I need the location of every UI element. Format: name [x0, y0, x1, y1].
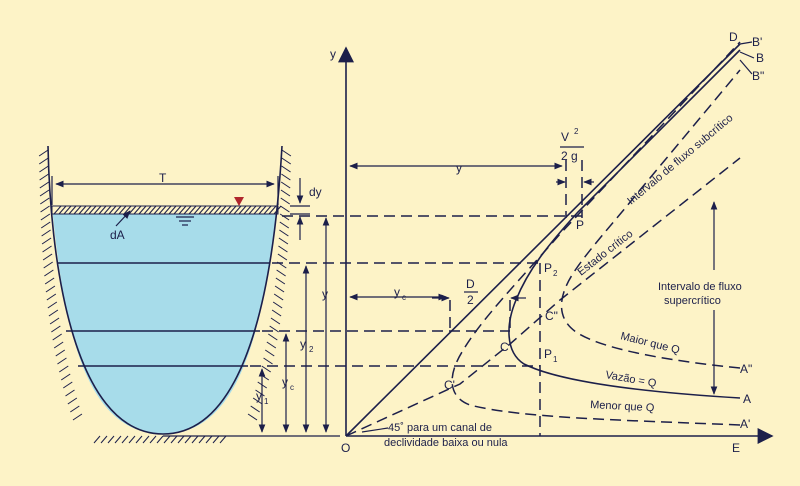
label-B2: B": [752, 69, 764, 83]
label-V-exp: 2: [574, 127, 579, 136]
label-y1: y: [256, 389, 262, 403]
label-dA: dA: [110, 228, 125, 242]
point-labels: P P 2 P 1 C C' C" A A' A" D B' B B": [444, 30, 764, 431]
label-subcritico: Intervalo de fluxo subcrítico: [625, 112, 735, 207]
line-45-deg: [345, 43, 741, 437]
curve-menor-Q: [451, 41, 741, 426]
label-dy: dy: [309, 185, 322, 199]
label-yc: y: [282, 375, 288, 389]
graph-dimensions: y V 2 2 g y c D 2: [349, 127, 718, 395]
label-supercritico-2: supercrítico: [664, 295, 721, 307]
label-y-top: y: [456, 161, 462, 175]
label-estado-critico: Estado crítico: [575, 228, 635, 278]
annotations: Intervalo de fluxo subcrítico Estado crí…: [361, 112, 742, 449]
label-y2: y: [300, 337, 306, 351]
label-E-axis: E: [732, 441, 740, 455]
label-nota-2: declividade baixa ou nula: [384, 437, 508, 449]
depth-dimensions: y y 2 y c y 1: [163, 217, 340, 437]
label-2: 2: [467, 293, 474, 307]
label-P1-sub: 1: [553, 355, 558, 364]
label-supercritico-1: Intervalo de fluxo: [658, 281, 742, 293]
label-V: V: [561, 130, 569, 144]
label-menor-q: Menor que Q: [590, 399, 655, 414]
water-area: [52, 206, 278, 434]
label-y-axis: y: [330, 47, 336, 61]
water-surface-marker: [234, 197, 244, 206]
label-P: P: [576, 218, 584, 232]
label-origin: O: [341, 441, 350, 455]
energy-curves: [345, 41, 741, 437]
curve-maior-Q: [560, 69, 741, 369]
label-nota-1: 45˚ para um canal de: [388, 422, 492, 434]
channel-section: T dA dy: [38, 145, 322, 444]
label-P2-sub: 2: [553, 269, 558, 278]
label-y1-sub: 1: [264, 397, 269, 406]
free-surface-band: [51, 205, 282, 215]
curve-vazao-Q: [508, 49, 741, 399]
label-T: T: [159, 171, 167, 185]
label-y2-sub: 2: [309, 345, 314, 354]
label-A1: A': [740, 417, 750, 431]
label-y-total: y: [322, 287, 328, 301]
label-P2: P: [544, 261, 552, 275]
label-yc-mid: y: [394, 285, 400, 299]
label-C1: C': [444, 378, 455, 392]
critical-state-line: [345, 157, 741, 437]
label-B: B: [756, 51, 764, 65]
channel-wall: [47, 145, 283, 435]
label-A2: A": [740, 362, 752, 376]
label-D: D: [466, 277, 475, 291]
label-yc-sub: c: [290, 383, 294, 392]
label-C: C: [500, 340, 509, 354]
axes: y E O: [330, 46, 774, 455]
label-yc-mid-sub: c: [402, 293, 406, 302]
label-D-point: D: [729, 30, 738, 44]
label-C2: C": [545, 309, 558, 323]
surface-ticks: [176, 216, 194, 226]
label-A: A: [743, 392, 751, 406]
label-maior-q: Maior que Q: [619, 330, 681, 356]
label-P1: P: [544, 347, 552, 361]
label-B1: B': [752, 35, 762, 49]
label-2g: 2 g: [561, 149, 578, 163]
wall-hatching: [38, 149, 292, 444]
